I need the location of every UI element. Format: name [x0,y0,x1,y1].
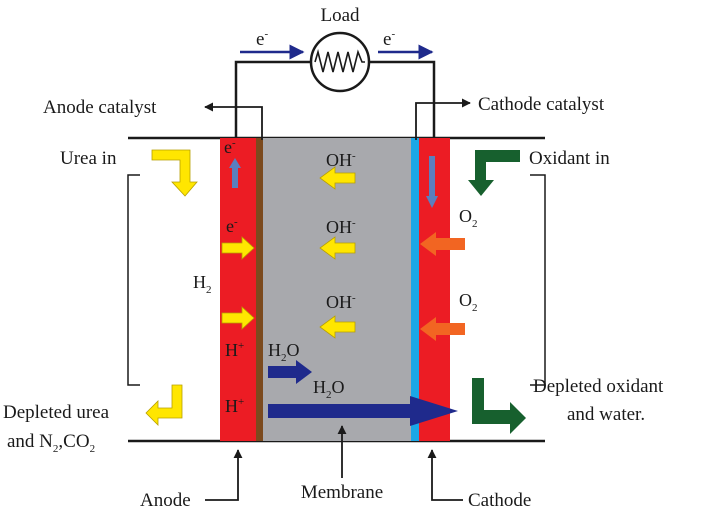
oxidant-in-label: Oxidant in [529,148,610,169]
cathode-catalyst-leader [415,98,471,140]
urea-in-label: Urea in [60,148,117,169]
cathode-catalyst-layer [411,138,419,441]
urea-in-arrow [151,149,198,197]
electron-arrow-cathode [426,156,438,208]
yellow-arrow [221,236,255,260]
load-label: Load [320,5,360,26]
water-label-large: H2O [313,377,345,401]
cathode-catalyst-label: Cathode catalyst [478,94,605,115]
anode-electron-label-1: e- [224,137,236,157]
depleted-urea-arrow [145,384,183,426]
hydroxide-label-1: OH- [326,150,356,170]
electron-label-right: e- [383,28,395,50]
left-wire [234,60,310,138]
hydroxide-label-3: OH- [326,292,356,312]
cathode-label: Cathode [468,490,531,511]
right-wire [370,60,436,138]
hydroxide-label-2: OH- [326,217,356,237]
anode-electrode [220,138,258,441]
water-arrow-large [268,396,458,426]
proton-label-2: H+ [225,396,244,416]
water-arrow-small [268,360,312,384]
anode-label: Anode [140,490,191,511]
depleted-urea-label-2: and N2,CO2 [7,431,95,455]
right-inner-housing [530,174,546,386]
yellow-arrow [319,236,356,260]
left-inner-housing [127,174,140,386]
oxygen-arrows [420,232,465,341]
anode-catalyst-label: Anode catalyst [43,97,157,118]
electron-arrow-anode [229,158,241,188]
depleted-urea-label-1: Depleted urea [3,402,110,423]
oxygen-label-1: O2 [459,206,478,230]
electron-label-left: e- [256,28,268,50]
anode-inflow-arrows [221,236,255,330]
anode-catalyst-layer [256,138,263,441]
proton-label-1: H+ [225,340,244,360]
depleted-oxidant-label-2: and water. [567,404,645,425]
water-label-small: H2O [268,340,300,364]
external-circuit [234,60,436,138]
orange-arrow [420,232,465,256]
anode-electron-label-2: e- [226,216,238,236]
oxidant-in-arrow [468,150,520,196]
resistor-icon [314,48,365,73]
yellow-arrow [319,166,356,190]
anode-catalyst-leader [204,102,263,140]
depleted-oxidant-label-1: Depleted oxidant [533,376,664,397]
membrane-block [262,138,414,441]
yellow-arrow [319,315,356,339]
water-arrows [268,360,458,426]
hydrogen-label: H2 [193,272,212,296]
anode-pointer [205,449,243,501]
cathode-pointer [427,449,463,501]
membrane-label: Membrane [301,482,383,503]
oxygen-label-2: O2 [459,290,478,314]
depleted-oxidant-arrow [472,378,526,434]
yellow-arrow [221,306,255,330]
hydroxide-arrows [319,166,356,339]
bottom-pointers [205,425,463,501]
load-resistor [309,31,371,93]
orange-arrow [420,317,465,341]
